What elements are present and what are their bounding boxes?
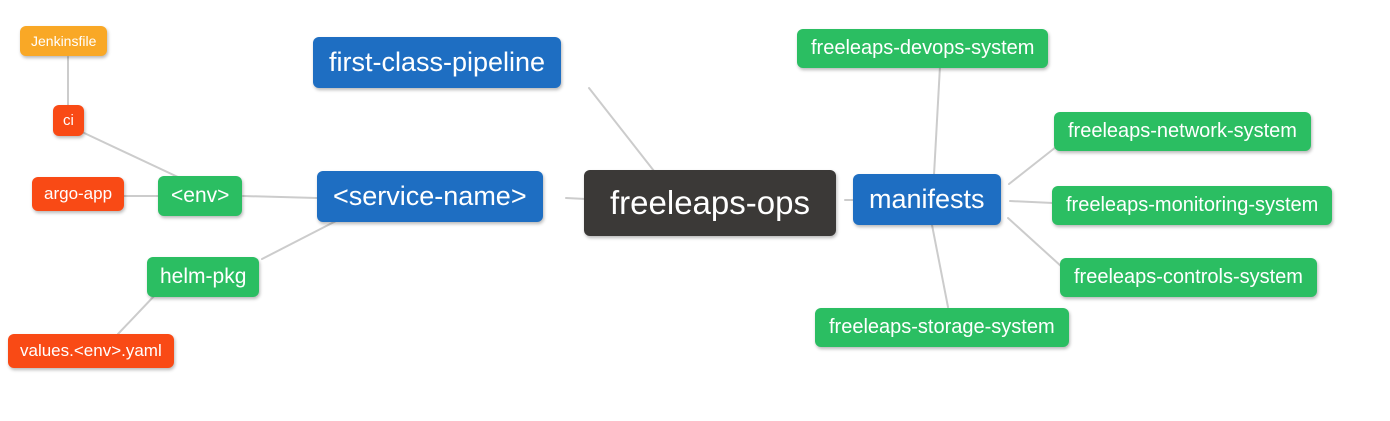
edge-helm-pkg-values — [117, 293, 157, 335]
node-jenkinsfile[interactable]: Jenkinsfile — [20, 26, 108, 57]
edge-env-service-name — [242, 195, 318, 199]
edge-pipeline-ops — [588, 87, 655, 172]
edge-manifests-storage — [931, 224, 949, 308]
node-ci[interactable]: ci — [53, 105, 84, 137]
node-values-env-yaml[interactable]: values.<env>.yaml — [8, 334, 174, 368]
edge-ci-env — [81, 131, 181, 179]
node-helm-pkg[interactable]: helm-pkg — [147, 257, 260, 298]
node-network-system[interactable]: freeleaps-network-system — [1054, 112, 1311, 151]
edge-manifests-devops — [933, 65, 941, 176]
node-manifests[interactable]: manifests — [853, 174, 1001, 226]
node-controls-system[interactable]: freeleaps-controls-system — [1060, 258, 1317, 297]
node-freeleaps-ops[interactable]: freeleaps-ops — [584, 170, 836, 236]
node-argo-app[interactable]: argo-app — [32, 177, 125, 211]
node-env[interactable]: <env> — [158, 176, 243, 217]
node-devops-system[interactable]: freeleaps-devops-system — [797, 29, 1049, 68]
edge-manifests-controls — [1007, 217, 1063, 268]
node-first-class-pipeline[interactable]: first-class-pipeline — [313, 37, 562, 89]
edge-manifests-network — [1008, 146, 1057, 185]
edge-helm-pkg-service-name — [261, 220, 337, 260]
edge-manifests-monitoring — [1009, 200, 1054, 204]
node-storage-system[interactable]: freeleaps-storage-system — [815, 308, 1069, 347]
edge-service-name-ops — [565, 197, 587, 200]
node-service-name[interactable]: <service-name> — [317, 171, 543, 223]
node-monitoring-system[interactable]: freeleaps-monitoring-system — [1052, 186, 1333, 225]
